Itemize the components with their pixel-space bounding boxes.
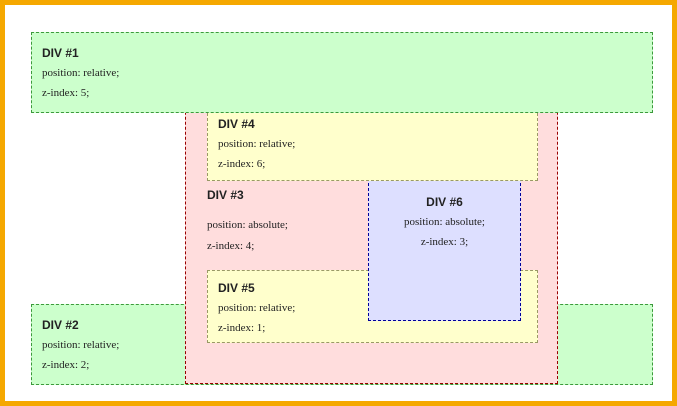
- div-5-position: position: relative;: [218, 302, 296, 314]
- div-5-zindex: z-index: 1;: [218, 322, 266, 334]
- div-3-position: position: absolute;: [207, 219, 288, 231]
- div-1-zindex: z-index: 5;: [42, 87, 90, 99]
- div-3-title: DIV #3: [207, 188, 244, 202]
- div-1-position: position: relative;: [42, 67, 120, 79]
- div-6-title: DIV #6: [426, 195, 463, 209]
- div-6-position: position: absolute;: [404, 216, 485, 228]
- div-4-position: position: relative;: [218, 138, 296, 150]
- div-2-title: DIV #2: [42, 318, 79, 332]
- div-4-title: DIV #4: [218, 117, 255, 131]
- div-3-zindex: z-index: 4;: [207, 240, 255, 252]
- div-1-title: DIV #1: [42, 46, 79, 60]
- div-4-zindex: z-index: 6;: [218, 158, 266, 170]
- div-5-title: DIV #5: [218, 281, 255, 295]
- div-1-box: DIV #1 position: relative; z-index: 5;: [31, 32, 653, 113]
- div-2-zindex: z-index: 2;: [42, 359, 90, 371]
- div-6-zindex: z-index: 3;: [420, 236, 469, 248]
- div-2-position: position: relative;: [42, 339, 120, 351]
